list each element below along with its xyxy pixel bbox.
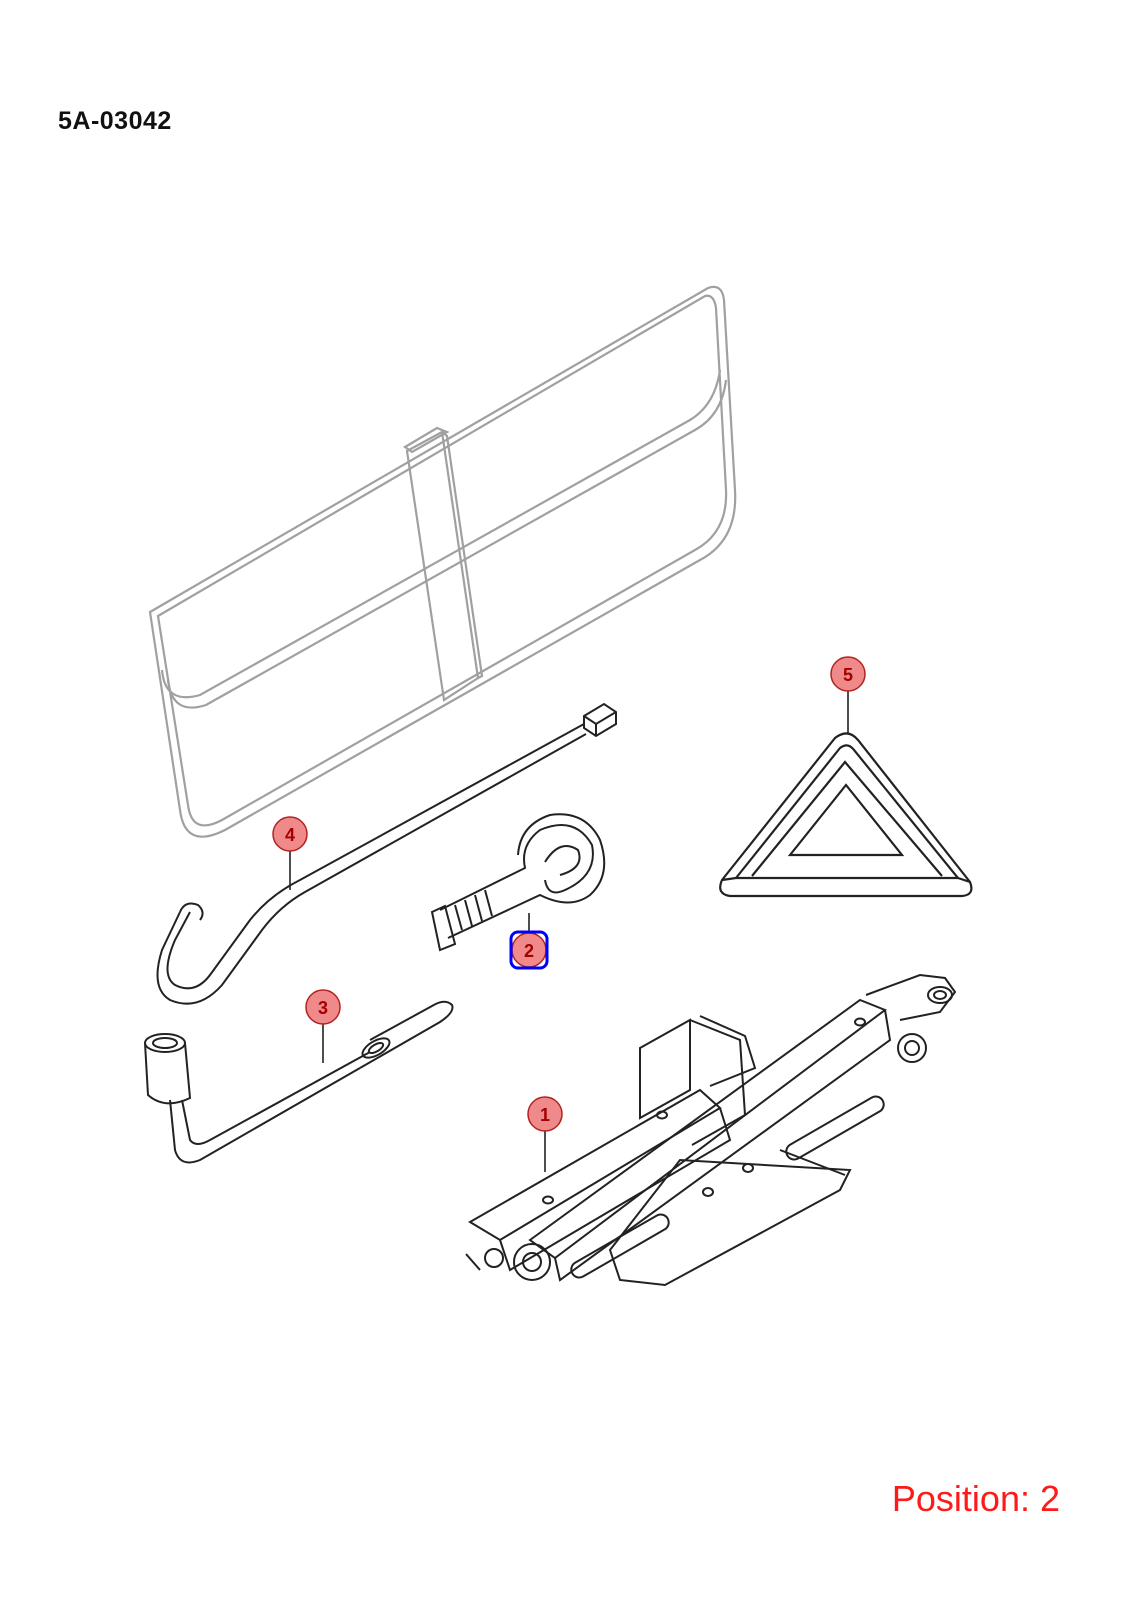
callout-3-number: 3 [318, 998, 328, 1018]
leader-lines [289, 689, 849, 1172]
position-readout: Position: 2 [891, 1478, 1060, 1519]
warning-triangle-drawing [719, 732, 973, 898]
scissor-jack-drawing [465, 973, 957, 1287]
callout-2-number: 2 [524, 941, 534, 961]
callout-4-number: 4 [285, 825, 295, 845]
selection-outline [509, 930, 549, 970]
callout-2-selected[interactable]: 2 [509, 930, 549, 970]
callout-1-number: 1 [540, 1105, 550, 1125]
callout-1[interactable]: 1 [527, 1096, 563, 1132]
towing-eye-drawing [430, 813, 606, 952]
callout-5-number: 5 [843, 665, 853, 685]
jack-handle-drawing [156, 702, 617, 1005]
callout-5[interactable]: 5 [830, 656, 866, 692]
tool-pouch [148, 285, 737, 838]
wheel-wrench-drawing [144, 1000, 454, 1164]
callout-3[interactable]: 3 [305, 989, 341, 1025]
callout-4[interactable]: 4 [272, 816, 308, 852]
diagram-code: 5A-03042 [58, 107, 172, 135]
